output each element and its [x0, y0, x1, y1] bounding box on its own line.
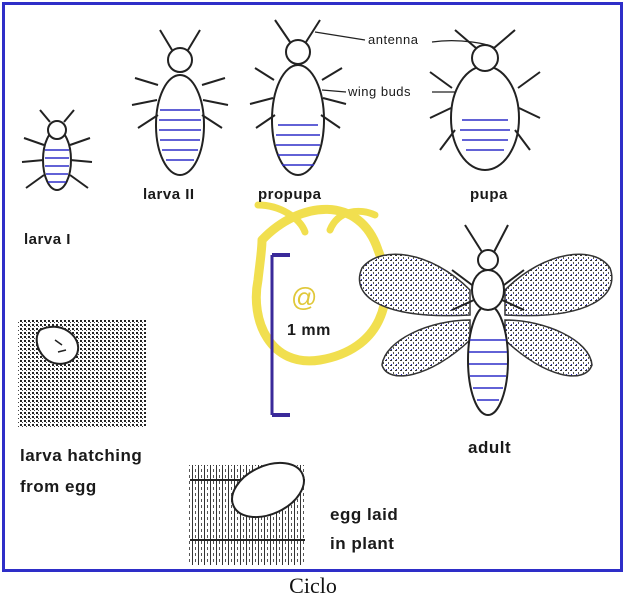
- egg-laid-label: egg laid in plant: [330, 500, 398, 558]
- adult-figure: [359, 225, 611, 415]
- larva-2-figure: [132, 30, 228, 175]
- scale-bar-label: 1 mm: [287, 322, 331, 340]
- wing-buds-label: wing buds: [348, 84, 411, 99]
- propupa-label: propupa: [258, 186, 322, 203]
- propupa-figure: [250, 20, 346, 175]
- larva-hatching-label: larva hatching from egg: [20, 440, 142, 502]
- larva-1-figure: [22, 110, 92, 190]
- antenna-leader-line: [315, 32, 365, 40]
- figure-caption: Ciclo: [0, 573, 626, 599]
- egg-in-plant-figure: [188, 452, 313, 565]
- wing-buds-leader-line: [322, 90, 346, 92]
- larva-1-label: larva I: [24, 231, 71, 248]
- antenna-label: antenna: [368, 32, 419, 47]
- larva-hatching-figure: [18, 320, 146, 428]
- pupa-label: pupa: [470, 186, 508, 203]
- larva-2-label: larva II: [143, 186, 195, 203]
- at-symbol: @: [291, 282, 318, 313]
- adult-label: adult: [468, 438, 511, 458]
- pupa-figure: [430, 30, 540, 170]
